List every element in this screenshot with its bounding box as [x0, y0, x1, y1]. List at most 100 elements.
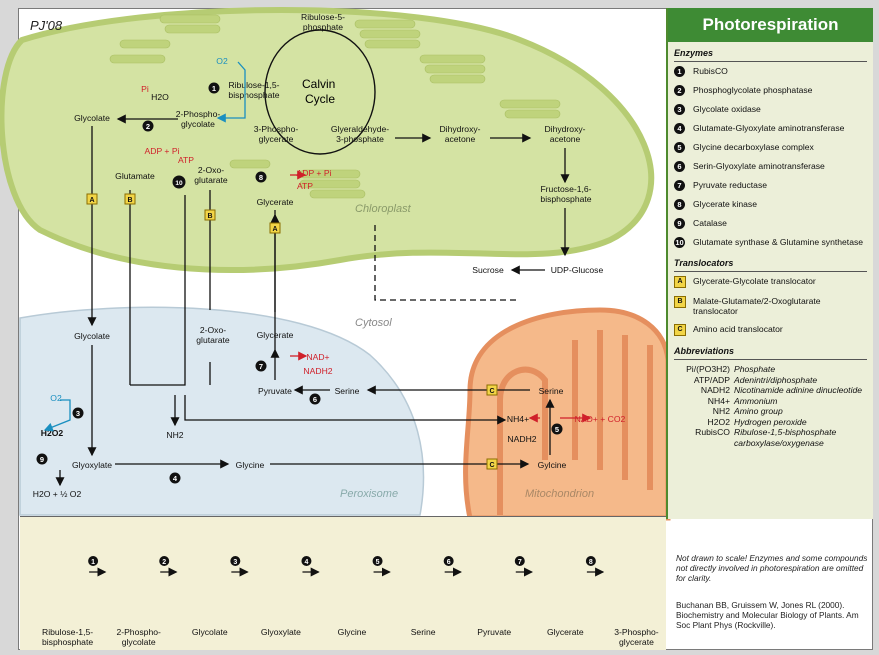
mitochondrion-cristae [497, 330, 653, 515]
abbreviation-key: NADH2 [700, 385, 730, 395]
met-glycine: Glycine [236, 460, 265, 470]
translocator-key: C [674, 324, 686, 336]
calvin-label: Calvin [302, 77, 335, 91]
svg-text:7: 7 [259, 362, 263, 371]
enzyme-name: Phosphoglycolate phosphatase [693, 85, 813, 95]
pathway-arrows [55, 114, 570, 487]
met-h2o: H2O [151, 92, 169, 102]
met-glycolate: Glycolate [74, 113, 110, 123]
svg-text:9: 9 [40, 455, 44, 464]
svg-text:1: 1 [212, 84, 216, 93]
enzyme-name: Serin-Glyoxylate aminotransferase [693, 161, 825, 171]
chain-compound-label: Glycerate [547, 627, 584, 637]
chain-enzyme-number: 4 [304, 559, 308, 566]
translocator-key: A [674, 276, 686, 288]
chain-enzyme-number: 2 [162, 559, 166, 566]
met-pga-2: glycerate [259, 134, 294, 144]
chain-compound-label: Ribulose-1,5- [42, 627, 93, 637]
label-cytosol: Cytosol [355, 317, 392, 329]
chain-enzyme-badge [443, 556, 454, 566]
svg-text:5: 5 [555, 425, 559, 434]
chain-enzyme-badge [230, 556, 241, 566]
chain-compound-label: 3-Phospho- [614, 627, 659, 637]
translocator-name: Amino acid translocator [693, 324, 783, 334]
svg-text:2: 2 [146, 122, 150, 131]
met-h2o2: H2O2 [41, 428, 64, 438]
met-nad-co2: NAD+ + CO2 [575, 414, 626, 424]
met-nadh2: NADH2 [507, 434, 536, 444]
chain-compound-label: Pyruvate [477, 627, 511, 637]
svg-text:B: B [127, 197, 132, 204]
met-udpg: UDP-Glucose [551, 265, 604, 275]
abbreviation-value: Phosphate [734, 364, 776, 374]
met-gap-2: 3-phosphate [336, 134, 384, 144]
enzyme-number: 10 [674, 237, 685, 248]
abbreviation-key: ATP/ADP [693, 374, 730, 385]
chain-compound-label: glycerate [619, 637, 654, 647]
met-glutamate: Glutamate [115, 171, 155, 181]
abbreviation-row: NH2 Amino group [674, 406, 867, 417]
svg-text:B: B [207, 213, 212, 220]
met-pg-2: glycolate [181, 119, 215, 129]
enzyme-row: 1 RubisCO [674, 62, 867, 81]
legend-enzymes-heading: Enzymes [674, 42, 867, 62]
chain-enzyme-badge [585, 556, 596, 566]
svg-text:A: A [272, 226, 277, 233]
chain-compound-label: 2-Phospho- [116, 627, 161, 637]
svg-text:4: 4 [173, 474, 178, 483]
abbreviation-key: H2O2 [707, 416, 730, 427]
met-pi: Pi [141, 84, 149, 94]
met-fbp-2: bisphosphate [540, 194, 591, 204]
met-rubp-2: bisphosphate [228, 90, 279, 100]
svg-text:10: 10 [175, 180, 183, 187]
enzyme-number: 9 [674, 218, 685, 229]
met-atp: ATP [178, 155, 194, 165]
svg-text:3: 3 [76, 409, 80, 418]
calvin-label-2: Cycle [305, 92, 335, 106]
calvin-cycle-arrow [264, 29, 376, 155]
scale-note: Not drawn to scale! Enzymes and some com… [676, 553, 868, 583]
svg-text:A: A [89, 197, 94, 204]
enzyme-number: 3 [674, 104, 685, 115]
oxygen-arrows [43, 61, 246, 432]
met-o2-calvin: O2 [216, 56, 228, 66]
met-adp-pi2: ADP + Pi [297, 168, 332, 178]
met-glyoxylate: Glyoxylate [72, 460, 112, 470]
enzyme-number: 7 [674, 180, 685, 191]
label-chloroplast: Chloroplast [355, 203, 412, 215]
chain-compound-label: glycolate [122, 637, 156, 647]
met-gap: Glyeraldehyde- [331, 124, 389, 134]
met-adp-pi: ADP + Pi [145, 146, 180, 156]
enzyme-name: Glycolate oxidase [693, 104, 761, 114]
chain-compound-label: Serine [411, 627, 436, 637]
chloroplast-shape [0, 7, 655, 273]
chain-enzyme-number: 1 [91, 559, 95, 566]
abbreviation-row: NH4+Ammonium [674, 396, 867, 407]
thylakoid-stacks [109, 14, 561, 199]
citation: Buchanan BB, Gruissem W, Jones RL (2000)… [676, 600, 859, 630]
enzyme-number: 1 [674, 66, 685, 77]
chain-compound-label: Glycolate [192, 627, 228, 637]
met-ribulose5p: Ribulose-5- [301, 12, 345, 22]
abbreviation-key: NH2 [712, 406, 730, 416]
met-nh2: NH2 [166, 430, 183, 440]
chain-enzyme-number: 5 [376, 559, 380, 566]
chain-compound-label: bisphosphate [42, 637, 93, 647]
abbreviation-key: NH4+ [707, 395, 730, 406]
met-serine-m: Serine [539, 386, 564, 396]
translocator-name: Malate-Glutamate/2-Oxoglutarate transloc… [693, 296, 821, 316]
met-sucrose: Sucrose [472, 265, 504, 275]
enzyme-row: 3 Glycolate oxidase [674, 100, 867, 119]
enzyme-name: RubisCO [693, 66, 728, 76]
abbreviation-value: Amino group [734, 406, 783, 416]
met-ribulose5p-2: phosphate [303, 22, 343, 32]
met-dhap-2: acetone [445, 134, 476, 144]
